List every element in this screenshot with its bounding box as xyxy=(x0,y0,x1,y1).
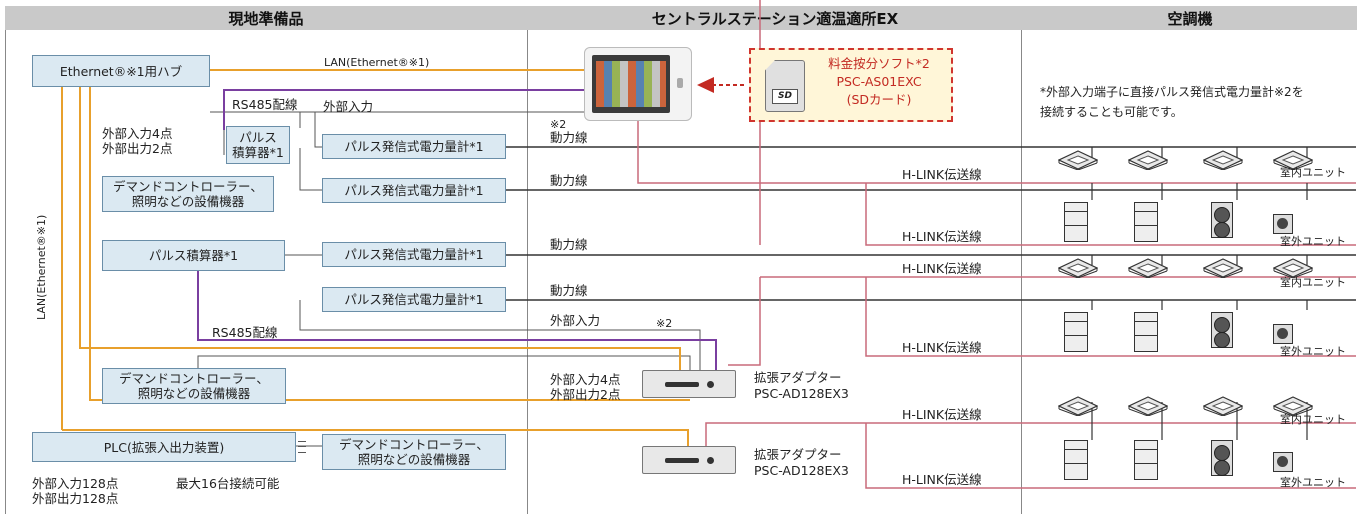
outdoor-unit-fan-icon xyxy=(1211,312,1233,348)
outdoor-label-3: 室外ユニット xyxy=(1280,476,1346,489)
ext-io-label-top: 外部入力4点 外部出力2点 xyxy=(102,126,173,156)
indoor-unit-icon xyxy=(1057,258,1099,279)
indoor-unit-icon xyxy=(1127,396,1169,417)
power-line-label-4: 動力線 xyxy=(550,283,588,298)
pulse-counter: パルス積算器*1 xyxy=(102,240,285,271)
sd-title: 料金按分ソフト*2 xyxy=(828,56,930,71)
sd-model: PSC-AS01EXC xyxy=(836,74,922,89)
expansion-adapter-1 xyxy=(642,370,736,398)
plc-connector-icon xyxy=(298,441,306,453)
indoor-label-2: 室内ユニット xyxy=(1280,276,1346,289)
indoor-unit-icon xyxy=(1272,396,1314,417)
indoor-label-3: 室内ユニット xyxy=(1280,413,1346,426)
power-lines xyxy=(506,146,1356,301)
outdoor-label-1: 室外ユニット xyxy=(1280,235,1346,248)
outdoor-unit-tall-icon xyxy=(1064,202,1088,242)
outdoor-unit-tall-icon xyxy=(1064,312,1088,352)
adapter-1-name: 拡張アダプター xyxy=(754,370,842,385)
plc-box: PLC(拡張入出力装置) xyxy=(32,432,296,462)
hlink-label-2: H-LINK伝送線 xyxy=(902,229,982,244)
indoor-unit-icon xyxy=(1127,150,1169,171)
ext-input-label-bottom: 外部入力 xyxy=(550,313,601,328)
column-border-left xyxy=(5,30,6,514)
panel-screen xyxy=(592,55,670,113)
outdoor-unit-tall-icon xyxy=(1134,202,1158,242)
lan-label: LAN(Ethernet®※1) xyxy=(324,56,430,69)
hlink-label-1: H-LINK伝送線 xyxy=(902,167,982,182)
adapter-2-model: PSC-AD128EX3 xyxy=(754,463,849,478)
indoor-unit-icon xyxy=(1202,150,1244,171)
meter-1: パルス発信式電力量計*1 xyxy=(322,134,506,159)
hlink-label-6: H-LINK伝送線 xyxy=(902,472,982,487)
power-line-label-1: 動力線 xyxy=(550,130,588,145)
outdoor-unit-small-icon xyxy=(1273,452,1293,472)
outdoor-unit-fan-icon xyxy=(1211,440,1233,476)
meter-3: パルス発信式電力量計*1 xyxy=(322,242,506,267)
sd-card-label: (SDカード) xyxy=(846,92,912,107)
ethernet-hub: Ethernet®※1用ハブ xyxy=(32,55,210,87)
hlink-lines xyxy=(637,0,1356,489)
adapter-1-model: PSC-AD128EX3 xyxy=(754,386,849,401)
indoor-unit-icon xyxy=(1272,150,1314,171)
pulse-counter-small: パルス 積算器*1 xyxy=(226,126,290,164)
ext-io-adapter-label: 外部入力4点 外部出力2点 xyxy=(550,372,621,402)
plc-io-label: 外部入力128点 外部出力128点 xyxy=(32,476,119,506)
demand-controller-mid: デマンドコントローラー、 照明などの設備機器 xyxy=(102,368,286,404)
lan-vertical-label: LAN(Ethernet®※1) xyxy=(35,214,48,320)
header-central-station: セントラルステーション適温適所EX xyxy=(527,6,1024,30)
meter-2: パルス発信式電力量計*1 xyxy=(322,178,506,203)
power-line-label-3: 動力線 xyxy=(550,237,588,252)
meter-4: パルス発信式電力量計*1 xyxy=(322,287,506,312)
central-station-panel xyxy=(584,47,692,121)
note-2b: ※2 xyxy=(656,317,673,330)
demand-controller-top: デマンドコントローラー、 照明などの設備機器 xyxy=(102,176,274,212)
indoor-label-1: 室内ユニット xyxy=(1280,166,1346,179)
rs485-label-top: RS485配線 xyxy=(232,97,298,112)
sd-card-icon: SD xyxy=(765,60,805,112)
rs485-label-bottom: RS485配線 xyxy=(212,325,278,340)
outdoor-label-2: 室外ユニット xyxy=(1280,345,1346,358)
indoor-unit-icon xyxy=(1202,396,1244,417)
hlink-label-3: H-LINK伝送線 xyxy=(902,261,982,276)
right-note: *外部入力端子に直接パルス発信式電力量計※2を 接続することも可能です。 xyxy=(1040,85,1304,119)
indoor-unit-icon xyxy=(1057,396,1099,417)
outdoor-unit-tall-icon xyxy=(1064,440,1088,480)
adapter-2-name: 拡張アダプター xyxy=(754,447,842,462)
outdoor-unit-tall-icon xyxy=(1134,440,1158,480)
max16-label: 最大16台接続可能 xyxy=(176,476,280,491)
hlink-label-5: H-LINK伝送線 xyxy=(902,407,982,422)
outdoor-unit-fan-icon xyxy=(1211,202,1233,238)
indoor-unit-icon xyxy=(1202,258,1244,279)
column-divider-left xyxy=(527,30,528,514)
hlink-label-4: H-LINK伝送線 xyxy=(902,340,982,355)
rs485-lines xyxy=(197,89,717,372)
indoor-unit-icon xyxy=(1057,150,1099,171)
lan-lines xyxy=(61,69,690,450)
power-line-label-2: 動力線 xyxy=(550,173,588,188)
column-divider-right xyxy=(1021,30,1022,514)
ext-input-label-top: 外部入力 xyxy=(323,99,374,114)
indoor-unit-icon xyxy=(1272,258,1314,279)
expansion-adapter-2 xyxy=(642,446,736,474)
outdoor-unit-small-icon xyxy=(1273,214,1293,234)
sd-software-box: SD 料金按分ソフト*2 PSC-AS01EXC (SDカード) xyxy=(749,48,953,122)
demand-controller-plc: デマンドコントローラー、 照明などの設備機器 xyxy=(322,434,506,470)
header-local-equipment: 現地準備品 xyxy=(5,6,528,30)
note-2a: ※2 xyxy=(550,118,567,131)
sd-arrow xyxy=(697,77,746,93)
outdoor-unit-tall-icon xyxy=(1134,312,1158,352)
outdoor-unit-small-icon xyxy=(1273,324,1293,344)
panel-button xyxy=(677,78,683,88)
indoor-unit-icon xyxy=(1127,258,1169,279)
header-air-conditioner: 空調機 xyxy=(1023,6,1358,30)
